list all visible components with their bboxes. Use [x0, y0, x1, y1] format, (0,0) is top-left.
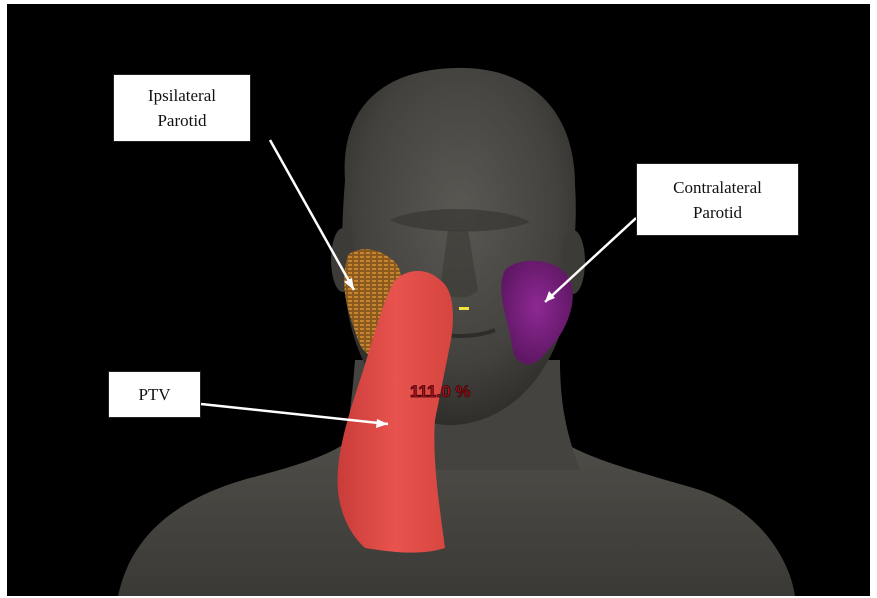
label-contralateral-line2: Parotid	[673, 200, 762, 225]
isocenter-marker	[459, 307, 469, 310]
label-contralateral-line1: Contralateral	[673, 175, 762, 200]
label-contralateral-parotid: Contralateral Parotid	[636, 163, 799, 236]
label-ipsilateral-line1: Ipsilateral	[148, 83, 216, 108]
label-ipsilateral-line2: Parotid	[148, 108, 216, 133]
label-ptv-text: PTV	[138, 382, 170, 407]
label-ipsilateral-parotid: Ipsilateral Parotid	[113, 74, 251, 142]
label-ptv: PTV	[108, 371, 201, 418]
dose-readout: 111.0 %	[410, 382, 471, 401]
